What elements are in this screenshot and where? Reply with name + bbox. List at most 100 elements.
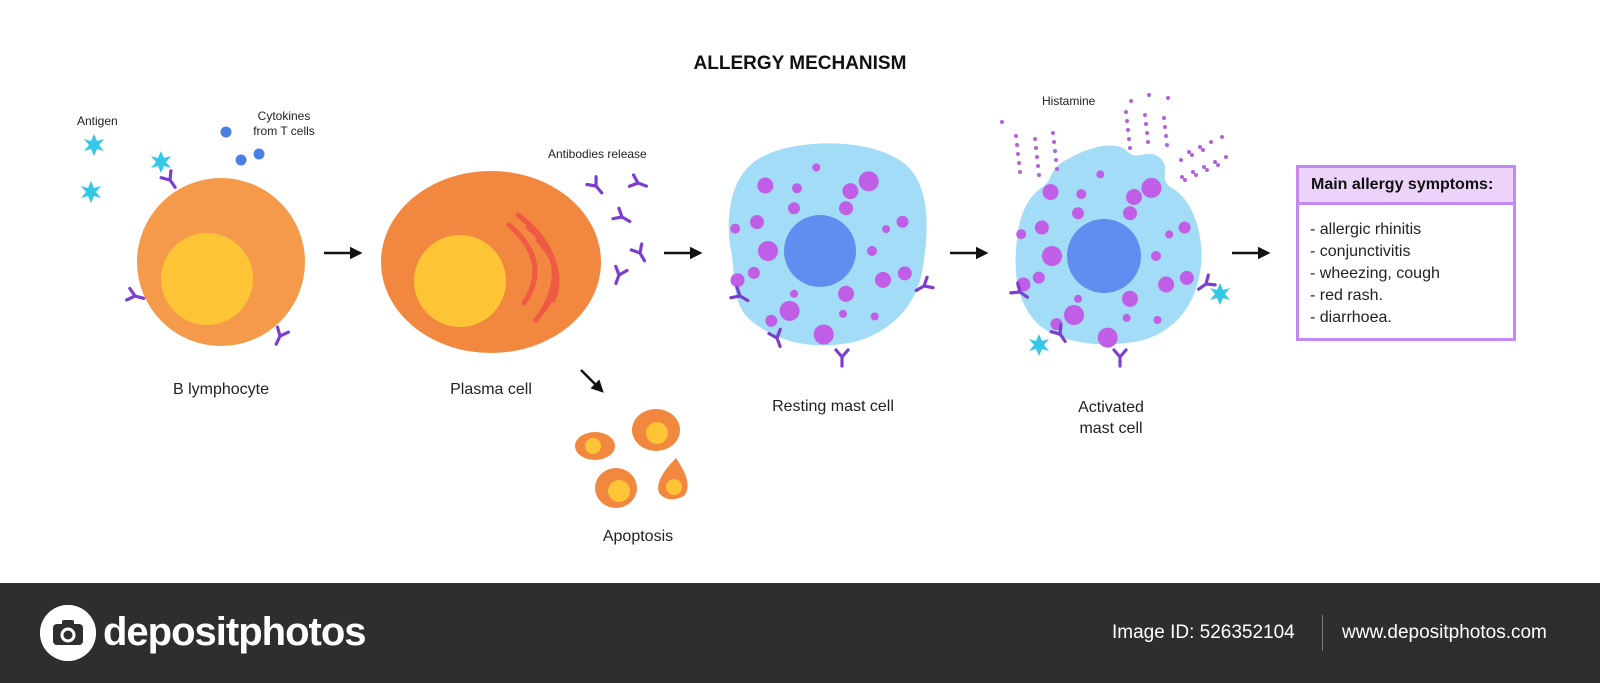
- granule: [1123, 206, 1137, 221]
- resting-mast-cell-label: Resting mast cell: [772, 398, 894, 415]
- histamine-dot: [1129, 99, 1133, 103]
- histamine-dot: [1016, 152, 1020, 156]
- granule: [1179, 270, 1194, 285]
- allergy-diagram-art: [81, 93, 1271, 508]
- granule: [779, 300, 800, 321]
- granule: [788, 202, 800, 215]
- granule: [1034, 220, 1049, 235]
- rough-er: [506, 212, 560, 323]
- granule: [1158, 276, 1175, 293]
- histamine-dot: [1145, 131, 1149, 135]
- granule: [1151, 251, 1161, 261]
- cytokines-label-line2: from T cells: [253, 124, 315, 138]
- granule: [1032, 271, 1045, 284]
- symptoms-heading: Main allergy symptoms:: [1299, 168, 1513, 205]
- symptoms-box: Main allergy symptoms: - allergic rhinit…: [1296, 165, 1516, 341]
- granule: [1074, 294, 1082, 303]
- cytokines-label-line1: Cytokines: [257, 109, 311, 123]
- image-id: Image ID: 526352104: [1112, 622, 1295, 643]
- histamine-dot: [1216, 163, 1220, 167]
- histamine-dot: [1033, 137, 1037, 141]
- histamine-dot: [1165, 143, 1169, 147]
- histamine-dot: [1034, 146, 1038, 150]
- site-link[interactable]: www.depositphotos.com: [1342, 622, 1547, 643]
- activated-label-line2: mast cell: [1079, 420, 1143, 437]
- granule: [1016, 229, 1027, 240]
- granule: [858, 171, 879, 192]
- symptom-item: - diarrhoea.: [1310, 309, 1392, 326]
- histamine-dot: [1224, 155, 1228, 159]
- arrow-down-right-icon: [580, 369, 604, 393]
- histamine-dots: [1000, 93, 1228, 182]
- histamine-dot: [1127, 137, 1131, 141]
- histamine-dot: [1054, 158, 1058, 162]
- granules: [1016, 170, 1194, 348]
- histamine-dot: [1205, 168, 1209, 172]
- histamine-dot: [1187, 150, 1191, 154]
- divider: [1322, 615, 1323, 651]
- histamine-dot: [1198, 145, 1202, 149]
- granule: [1141, 177, 1162, 198]
- histamine-label: Histamine: [1042, 94, 1096, 108]
- symptoms-list: - allergic rhinitis - conjunctivitis - w…: [1299, 205, 1513, 329]
- granule: [758, 241, 778, 261]
- granule: [790, 289, 798, 298]
- histamine-dot: [1014, 134, 1018, 138]
- resting-mast-cell: [728, 143, 927, 346]
- histamine-dot: [1017, 161, 1021, 165]
- histamine-dot: [1194, 173, 1198, 177]
- histamine-dot: [1055, 167, 1059, 171]
- activated-mast-cell-label: Activated mast cell: [1036, 397, 1186, 439]
- histamine-dot: [1162, 116, 1166, 120]
- granule: [870, 312, 879, 321]
- histamine-dot: [1144, 122, 1148, 126]
- granule: [1042, 184, 1059, 200]
- granule: [813, 324, 834, 345]
- histamine-dot: [1000, 120, 1004, 124]
- activated-mast-cell: [1015, 145, 1202, 348]
- diagram-title: ALLERGY MECHANISM: [693, 53, 907, 74]
- camera-logo-icon[interactable]: [40, 605, 96, 661]
- granule: [1072, 207, 1084, 220]
- symptom-item: - allergic rhinitis: [1310, 221, 1422, 238]
- granule: [1042, 246, 1062, 266]
- histamine-dot: [1180, 175, 1184, 179]
- plasma-cell: [381, 171, 601, 353]
- histamine-dot: [1053, 149, 1057, 153]
- histamine-dot: [1124, 110, 1128, 114]
- histamine-dot: [1036, 164, 1040, 168]
- granule: [757, 177, 774, 194]
- histamine-dot: [1128, 146, 1132, 150]
- granule: [1122, 313, 1131, 322]
- histamine-dot: [1126, 128, 1130, 132]
- granule: [842, 183, 859, 200]
- histamine-dot: [1051, 131, 1055, 135]
- granule: [1064, 305, 1084, 325]
- granule: [1126, 189, 1142, 205]
- granule: [1178, 221, 1191, 234]
- histamine-dot: [1201, 148, 1205, 152]
- histamine-dot: [1147, 93, 1151, 97]
- histamine-dot: [1183, 178, 1187, 182]
- granule: [896, 215, 909, 228]
- brand-logo[interactable]: depositphotos: [103, 610, 367, 654]
- granule: [838, 285, 854, 302]
- granule: [1096, 170, 1105, 179]
- granule: [730, 223, 741, 234]
- antigen-label: Antigen: [77, 114, 118, 128]
- granule: [750, 215, 764, 230]
- apoptosis-label: Apoptosis: [602, 528, 674, 545]
- histamine-dot: [1209, 140, 1213, 144]
- granule: [1097, 327, 1118, 348]
- granule: [897, 266, 912, 281]
- antigen-icon: [81, 134, 171, 203]
- b-lymphocyte-cell: [137, 178, 305, 346]
- histamine-dot: [1164, 134, 1168, 138]
- symptom-item: - red rash.: [1310, 287, 1383, 304]
- b-lymphocyte-label: B lymphocyte: [172, 381, 270, 398]
- antibodies-release-label: Antibodies release: [548, 147, 647, 161]
- activated-label-line1: Activated: [1078, 399, 1144, 416]
- symptom-item: - wheezing, cough: [1310, 265, 1440, 282]
- granule: [1122, 290, 1138, 307]
- granule: [867, 246, 877, 256]
